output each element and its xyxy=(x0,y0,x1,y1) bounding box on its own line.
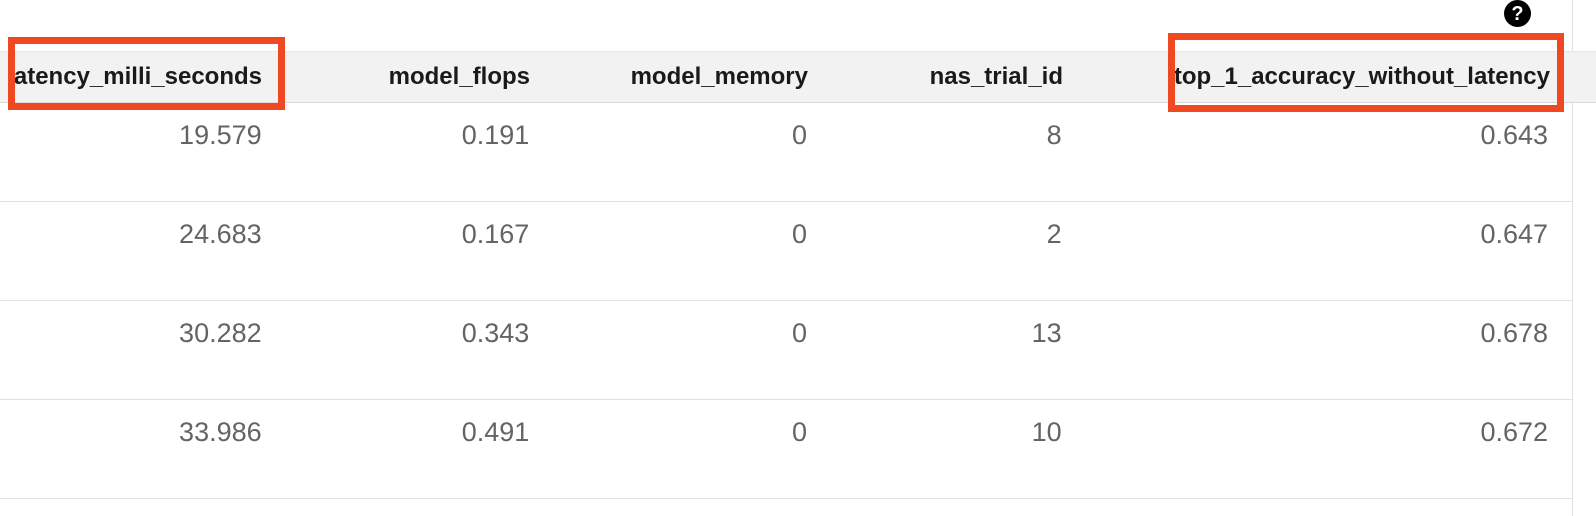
cell-model-memory: 0 xyxy=(791,417,807,447)
column-header-model-flops[interactable]: model_flops xyxy=(388,63,530,90)
table-header-row: latency_milli_seconds model_flops model_… xyxy=(0,51,1596,103)
help-icon[interactable]: ? xyxy=(1504,0,1531,27)
column-header-nas-trial-id[interactable]: nas_trial_id xyxy=(929,63,1063,90)
cell-model-memory: 0 xyxy=(791,318,807,348)
cell-model-memory: 0 xyxy=(791,219,807,249)
cell-model-memory: 0 xyxy=(791,120,807,150)
cell-nas-trial-id: 8 xyxy=(1046,120,1062,150)
cell-nas-trial-id: 13 xyxy=(1031,318,1062,348)
cell-top-1-accuracy: 0.672 xyxy=(1480,417,1549,447)
column-header-model-memory[interactable]: model_memory xyxy=(630,63,808,90)
table-row: 19.579 0.191 0 8 0.643 xyxy=(0,103,1572,202)
table-row: 33.986 0.491 0 10 0.672 xyxy=(0,400,1572,499)
cell-top-1-accuracy: 0.678 xyxy=(1480,318,1549,348)
cell-model-flops: 0.343 xyxy=(461,318,530,348)
cell-model-flops: 0.191 xyxy=(461,120,530,150)
panel-divider xyxy=(1572,0,1573,516)
cell-latency: 33.986 xyxy=(179,417,262,447)
cell-nas-trial-id: 10 xyxy=(1031,417,1062,447)
cell-top-1-accuracy: 0.643 xyxy=(1480,120,1549,150)
table-body: 19.579 0.191 0 8 0.643 24.683 0.167 0 2 … xyxy=(0,103,1572,499)
cell-latency: 19.579 xyxy=(179,120,262,150)
cell-model-flops: 0.167 xyxy=(461,219,530,249)
cell-top-1-accuracy: 0.647 xyxy=(1480,219,1549,249)
cell-latency: 30.282 xyxy=(179,318,262,348)
table-row: 30.282 0.343 0 13 0.678 xyxy=(0,301,1572,400)
column-header-latency-milli-seconds[interactable]: latency_milli_seconds xyxy=(7,63,262,90)
cell-model-flops: 0.491 xyxy=(461,417,530,447)
table-row: 24.683 0.167 0 2 0.647 xyxy=(0,202,1572,301)
cell-nas-trial-id: 2 xyxy=(1046,219,1062,249)
column-header-top-1-accuracy-without-latency[interactable]: top_1_accuracy_without_latency xyxy=(1173,63,1550,90)
cell-latency: 24.683 xyxy=(179,219,262,249)
